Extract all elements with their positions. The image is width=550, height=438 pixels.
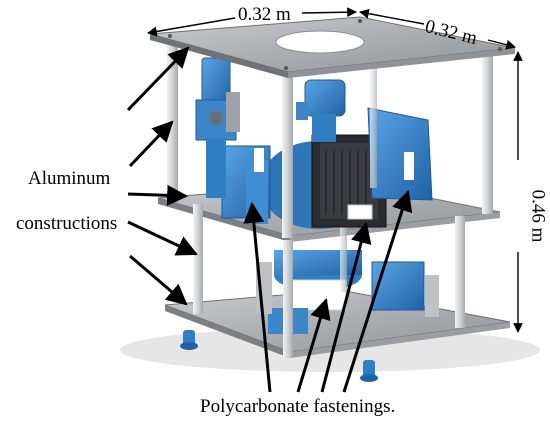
upper-center-motor (296, 79, 346, 142)
feet (180, 330, 378, 382)
polycarbonate-arrow-4 (342, 189, 413, 393)
bottom-plate (164, 289, 511, 358)
upper-left-assembly (195, 57, 240, 198)
polycarbonate-label: Polycarbonate fastenings. (200, 396, 396, 417)
aluminum-arrow-2 (128, 120, 174, 168)
aluminum-arrow-4 (127, 220, 198, 256)
dimension-line-width-b (359, 8, 425, 25)
polycarbonate-arrows (243, 189, 413, 393)
aluminum-label-line1: Aluminum (28, 168, 111, 189)
aluminum-arrow-1 (126, 46, 190, 112)
polycarbonate-arrow-3 (320, 221, 372, 393)
top-plate-hole (275, 30, 365, 54)
dimension-label-width-a: 0.32 m (238, 4, 291, 25)
top-plate (149, 16, 516, 78)
dimension-line-width-a-right (301, 7, 357, 18)
dimension-lines (147, 7, 523, 333)
dimension-label-height: 0.46 m (527, 189, 549, 243)
polycarbonate-arrow-1 (243, 201, 272, 393)
dimension-line-width-a (147, 17, 236, 37)
polycarbonate-arrow-2 (296, 297, 331, 393)
aluminum-arrow-5 (129, 254, 188, 306)
aluminum-arrow-3 (127, 184, 189, 206)
lower-rails (193, 190, 465, 358)
dimension-line-width-b-right (487, 39, 516, 50)
aluminum-label-line2: constructions (16, 213, 118, 234)
aluminum-arrows (126, 46, 198, 306)
